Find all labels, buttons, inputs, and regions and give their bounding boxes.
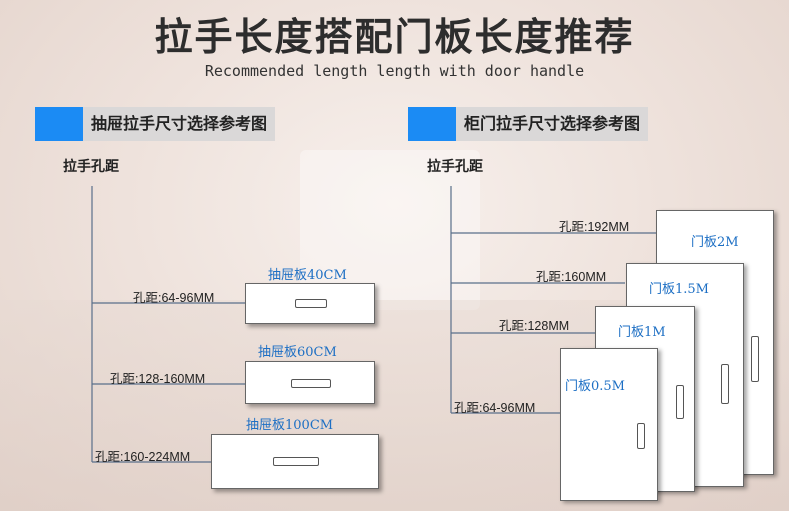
drawer-label: 抽屉板60CM: [258, 345, 337, 360]
drawer-panel-40cm: [245, 283, 375, 324]
accent-block: [408, 107, 456, 141]
door-panel-0-5m: 门板0.5M: [560, 348, 658, 501]
drawer-panel-60cm: [245, 361, 375, 404]
drawer-spacing-label: 孔距:160-224MM: [95, 450, 191, 464]
drawer-handle: [273, 457, 319, 466]
door-label: 门板2M: [691, 235, 739, 250]
drawer-label: 抽屉板100CM: [246, 418, 334, 433]
door-spacing-label: 孔距:192MM: [559, 220, 630, 234]
drawer-spacing-label: 孔距:64-96MM: [133, 291, 215, 305]
door-spacing-label: 孔距:64-96MM: [454, 401, 536, 415]
door-axis-caption: 拉手孔距: [427, 159, 483, 175]
door-handle: [637, 423, 645, 449]
drawer-panel-100cm: [211, 434, 379, 489]
door-handle: [751, 336, 759, 382]
page-title: 拉手长度搭配门板长度推荐: [154, 14, 635, 59]
door-label: 门板1M: [618, 325, 666, 340]
door-handle: [676, 385, 684, 419]
drawer-section-title: 抽屉拉手尺寸选择参考图: [83, 107, 276, 141]
drawer-handle: [291, 379, 331, 388]
door-handle: [721, 364, 729, 404]
door-section-header: 柜门拉手尺寸选择参考图: [408, 107, 649, 141]
drawer-spacing-label: 孔距:128-160MM: [110, 372, 206, 386]
drawer-handle: [295, 299, 327, 308]
door-label: 门板1.5M: [649, 282, 709, 297]
door-spacing-label: 孔距:160MM: [536, 270, 607, 284]
door-spacing-label: 孔距:128MM: [499, 319, 570, 333]
drawer-section-header: 抽屉拉手尺寸选择参考图: [35, 107, 276, 141]
drawer-axis-caption: 拉手孔距: [63, 159, 119, 175]
door-section-title: 柜门拉手尺寸选择参考图: [456, 107, 649, 141]
door-label: 门板0.5M: [565, 379, 625, 394]
page-subtitle: Recommended length length with door hand…: [204, 62, 585, 80]
drawer-label: 抽屉板40CM: [268, 268, 347, 283]
accent-block: [35, 107, 83, 141]
